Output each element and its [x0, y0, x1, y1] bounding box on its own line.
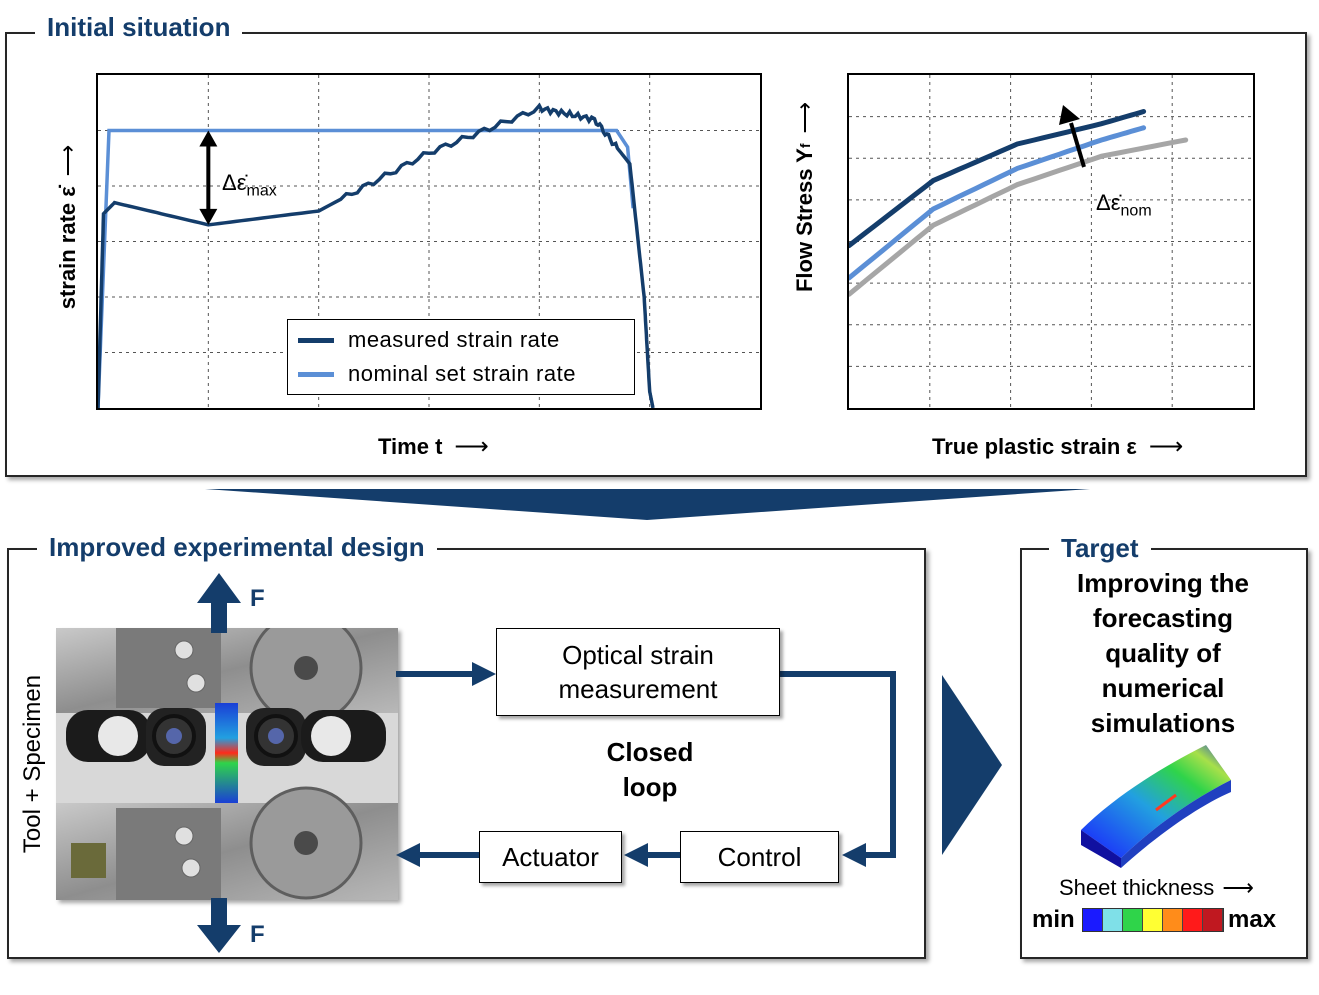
flow-curve-high — [849, 109, 1147, 249]
optical-line2: measurement — [558, 674, 718, 704]
flow-stress-chart: Δε̇nom — [847, 73, 1255, 410]
scale-color-cell — [1123, 909, 1143, 931]
to-target-arrow-icon — [942, 675, 1002, 855]
right-y-axis-text: Flow Stress Y — [792, 148, 817, 293]
legend-label-nominal: nominal set strain rate — [348, 361, 576, 386]
force-down-arrow-icon — [197, 898, 241, 953]
scale-color-cell — [1143, 909, 1163, 931]
scale-color-cell — [1103, 909, 1123, 931]
tool-specimen-photo — [56, 628, 398, 900]
delta-nom-subscript: nom — [1120, 202, 1152, 220]
flow-curve-mid — [849, 125, 1147, 281]
closed-loop-line2: loop — [622, 772, 678, 802]
right-x-axis-label: True plastic strain ε ⟶ — [932, 432, 1183, 461]
scale-color-cell — [1083, 909, 1103, 931]
strain-rate-chart: measured strain rate nominal set strain … — [96, 73, 762, 410]
control-box: Control — [680, 831, 839, 883]
closed-loop-line1: Closed — [606, 737, 694, 767]
tool-specimen-label: Tool + Specimen — [18, 664, 48, 864]
delta-max-subscript: max — [246, 182, 277, 200]
legend-label-measured: measured strain rate — [348, 327, 560, 352]
target-line-2: forecasting — [1092, 603, 1234, 633]
left-x-arrow-icon: ⟶ — [454, 433, 489, 460]
target-line-3: quality of — [1105, 638, 1221, 668]
target-title: Target — [1049, 533, 1151, 563]
left-x-axis-label: Time t ⟶ — [378, 432, 489, 461]
left-y-axis-text: strain rate ε̇ — [55, 186, 80, 310]
legend-swatch-measured — [298, 337, 334, 343]
target-description: Improving the forecasting quality of num… — [1022, 566, 1304, 741]
delta-nom-arrow-head — [1059, 105, 1080, 125]
left-chart-legend: measured strain rate nominal set strain … — [287, 319, 635, 395]
simulation-part-image — [1081, 745, 1231, 868]
scale-color-cell — [1163, 909, 1183, 931]
target-line-1: Improving the — [1077, 568, 1249, 598]
left-y-axis-label: strain rate ε̇ ⟶ — [53, 77, 83, 377]
left-y-arrow-icon: ⟶ — [55, 144, 80, 177]
sheet-thickness-text: Sheet thickness — [1059, 875, 1215, 900]
right-x-axis-text: True plastic strain ε — [932, 433, 1137, 459]
delta-arrow-head-up — [199, 130, 218, 147]
right-y-axis-subscript: f — [797, 143, 813, 149]
optical-strain-box: Optical strain measurement — [496, 628, 780, 716]
delta-max-symbol: Δε̇ — [222, 170, 247, 195]
initial-situation-title: Initial situation — [35, 12, 243, 42]
transition-arrow-icon — [205, 489, 1090, 520]
scale-color-cell — [1203, 909, 1223, 931]
delta-arrow-head-down — [199, 208, 218, 225]
scale-max-label: max — [1228, 906, 1277, 933]
closed-loop-label: Closed loop — [570, 735, 730, 805]
delta-nom-annotation: Δε̇nom — [1096, 190, 1152, 220]
target-panel — [1020, 548, 1308, 959]
target-line-5: simulations — [1090, 708, 1236, 738]
scale-color-cell — [1183, 909, 1203, 931]
force-up-arrow-icon — [197, 573, 241, 633]
actuator-box: Actuator — [479, 831, 622, 883]
sheet-thickness-label: Sheet thickness ⟶ — [1059, 875, 1254, 901]
sheet-thickness-arrow-icon: ⟶ — [1222, 875, 1254, 900]
left-x-axis-text: Time t — [378, 433, 443, 459]
delta-max-annotation: Δε̇max — [222, 170, 277, 200]
series-measured-line — [98, 102, 655, 408]
loop-connectors — [396, 662, 896, 867]
right-y-arrow-icon: ⟶ — [792, 101, 817, 134]
delta-nom-symbol: Δε̇ — [1096, 190, 1121, 215]
legend-item-nominal: nominal set strain rate — [298, 359, 576, 389]
scale-min-label: min — [1032, 906, 1075, 933]
legend-swatch-nominal — [298, 371, 334, 377]
target-line-4: numerical — [1101, 673, 1225, 703]
series-nominal-line — [98, 128, 635, 408]
delta-nom-arrow-shaft — [1069, 122, 1086, 168]
force-bottom-label: F — [250, 921, 265, 948]
right-x-arrow-icon: ⟶ — [1148, 433, 1184, 460]
tool-specimen-text: Tool + Specimen — [19, 674, 46, 854]
flow-curve-low — [849, 137, 1189, 297]
force-top-label: F — [250, 585, 265, 612]
improved-design-title: Improved experimental design — [37, 532, 437, 562]
flow-stress-plot — [849, 75, 1253, 408]
thickness-color-scale — [1082, 908, 1224, 932]
legend-item-measured: measured strain rate — [298, 325, 560, 355]
optical-line1: Optical strain — [562, 640, 714, 670]
